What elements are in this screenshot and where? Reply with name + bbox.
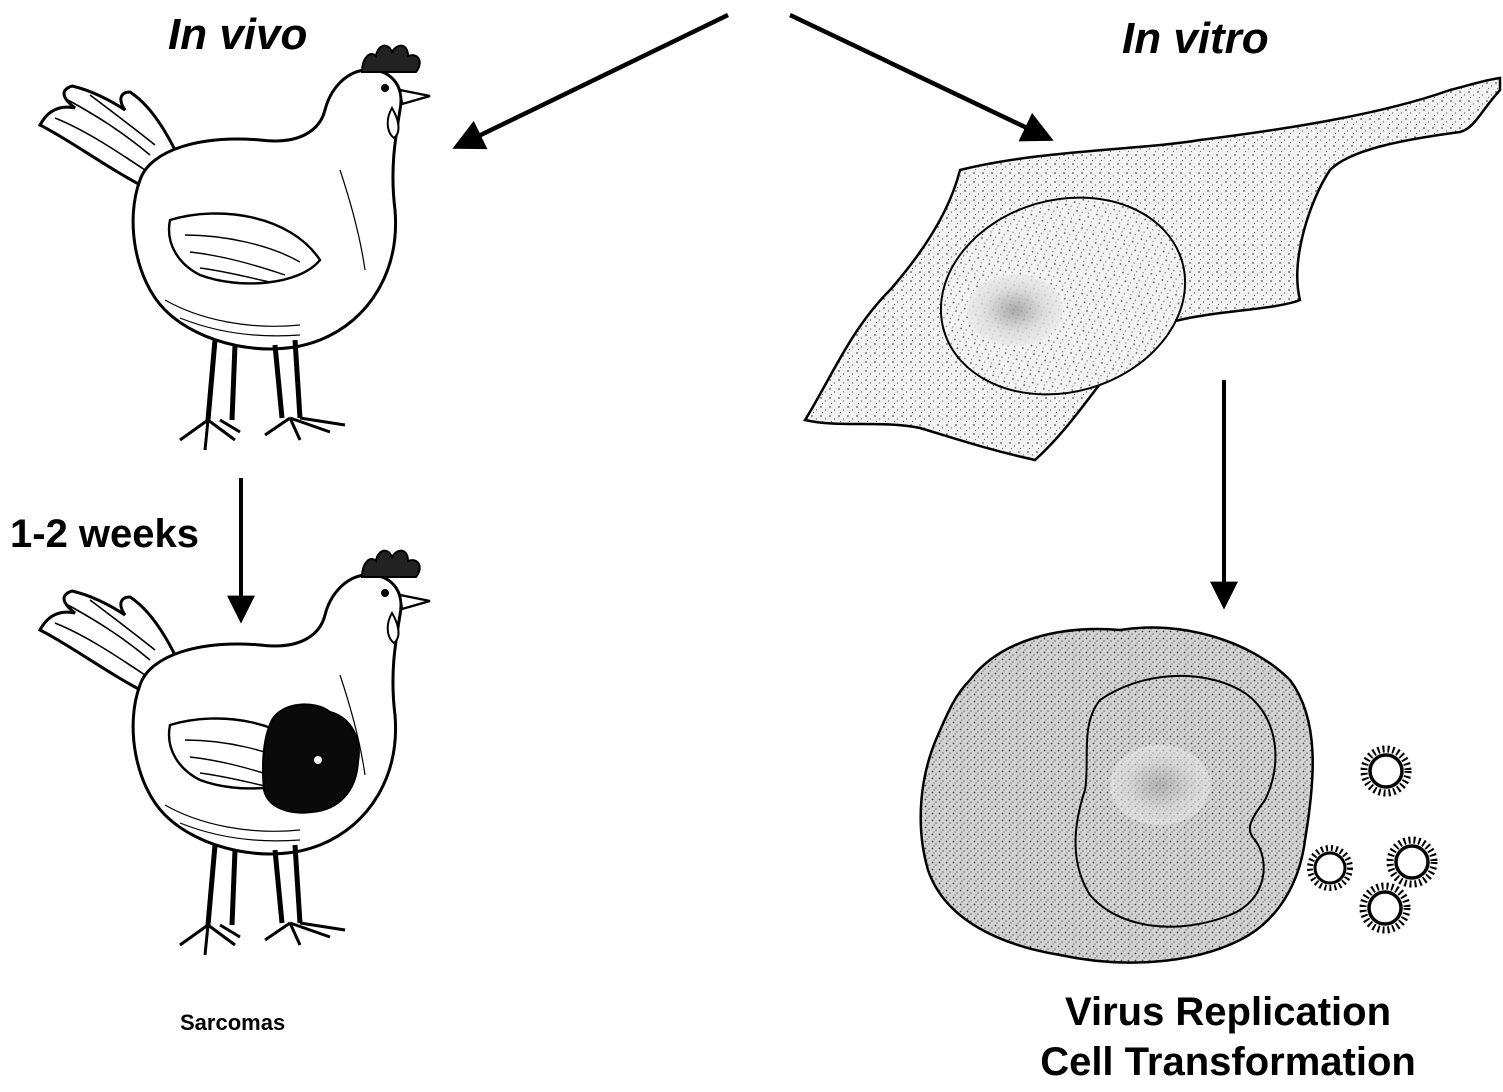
in-vitro-label: In vitro	[1122, 14, 1269, 64]
virus-replication-label: Virus Replication	[1065, 990, 1391, 1035]
arrow-to-in-vivo	[458, 15, 728, 146]
arrow-to-in-vitro	[790, 15, 1048, 138]
cell-transformation-label: Cell Transformation	[1040, 1040, 1416, 1085]
virion-icon	[1363, 886, 1407, 930]
fibroblast-cell-icon	[805, 78, 1500, 460]
virion-icon	[1310, 848, 1350, 888]
virion-icon	[1390, 840, 1434, 884]
sarcomas-label: Sarcomas	[180, 1010, 285, 1036]
in-vivo-label: In vivo	[168, 10, 307, 60]
transformed-cell-icon	[921, 627, 1313, 962]
tumor-chicken-icon	[40, 551, 430, 955]
chicken-icon	[40, 46, 430, 450]
duration-label: 1-2 weeks	[10, 512, 199, 557]
sarcoma-mass	[263, 704, 359, 812]
virion-icon	[1364, 749, 1408, 793]
